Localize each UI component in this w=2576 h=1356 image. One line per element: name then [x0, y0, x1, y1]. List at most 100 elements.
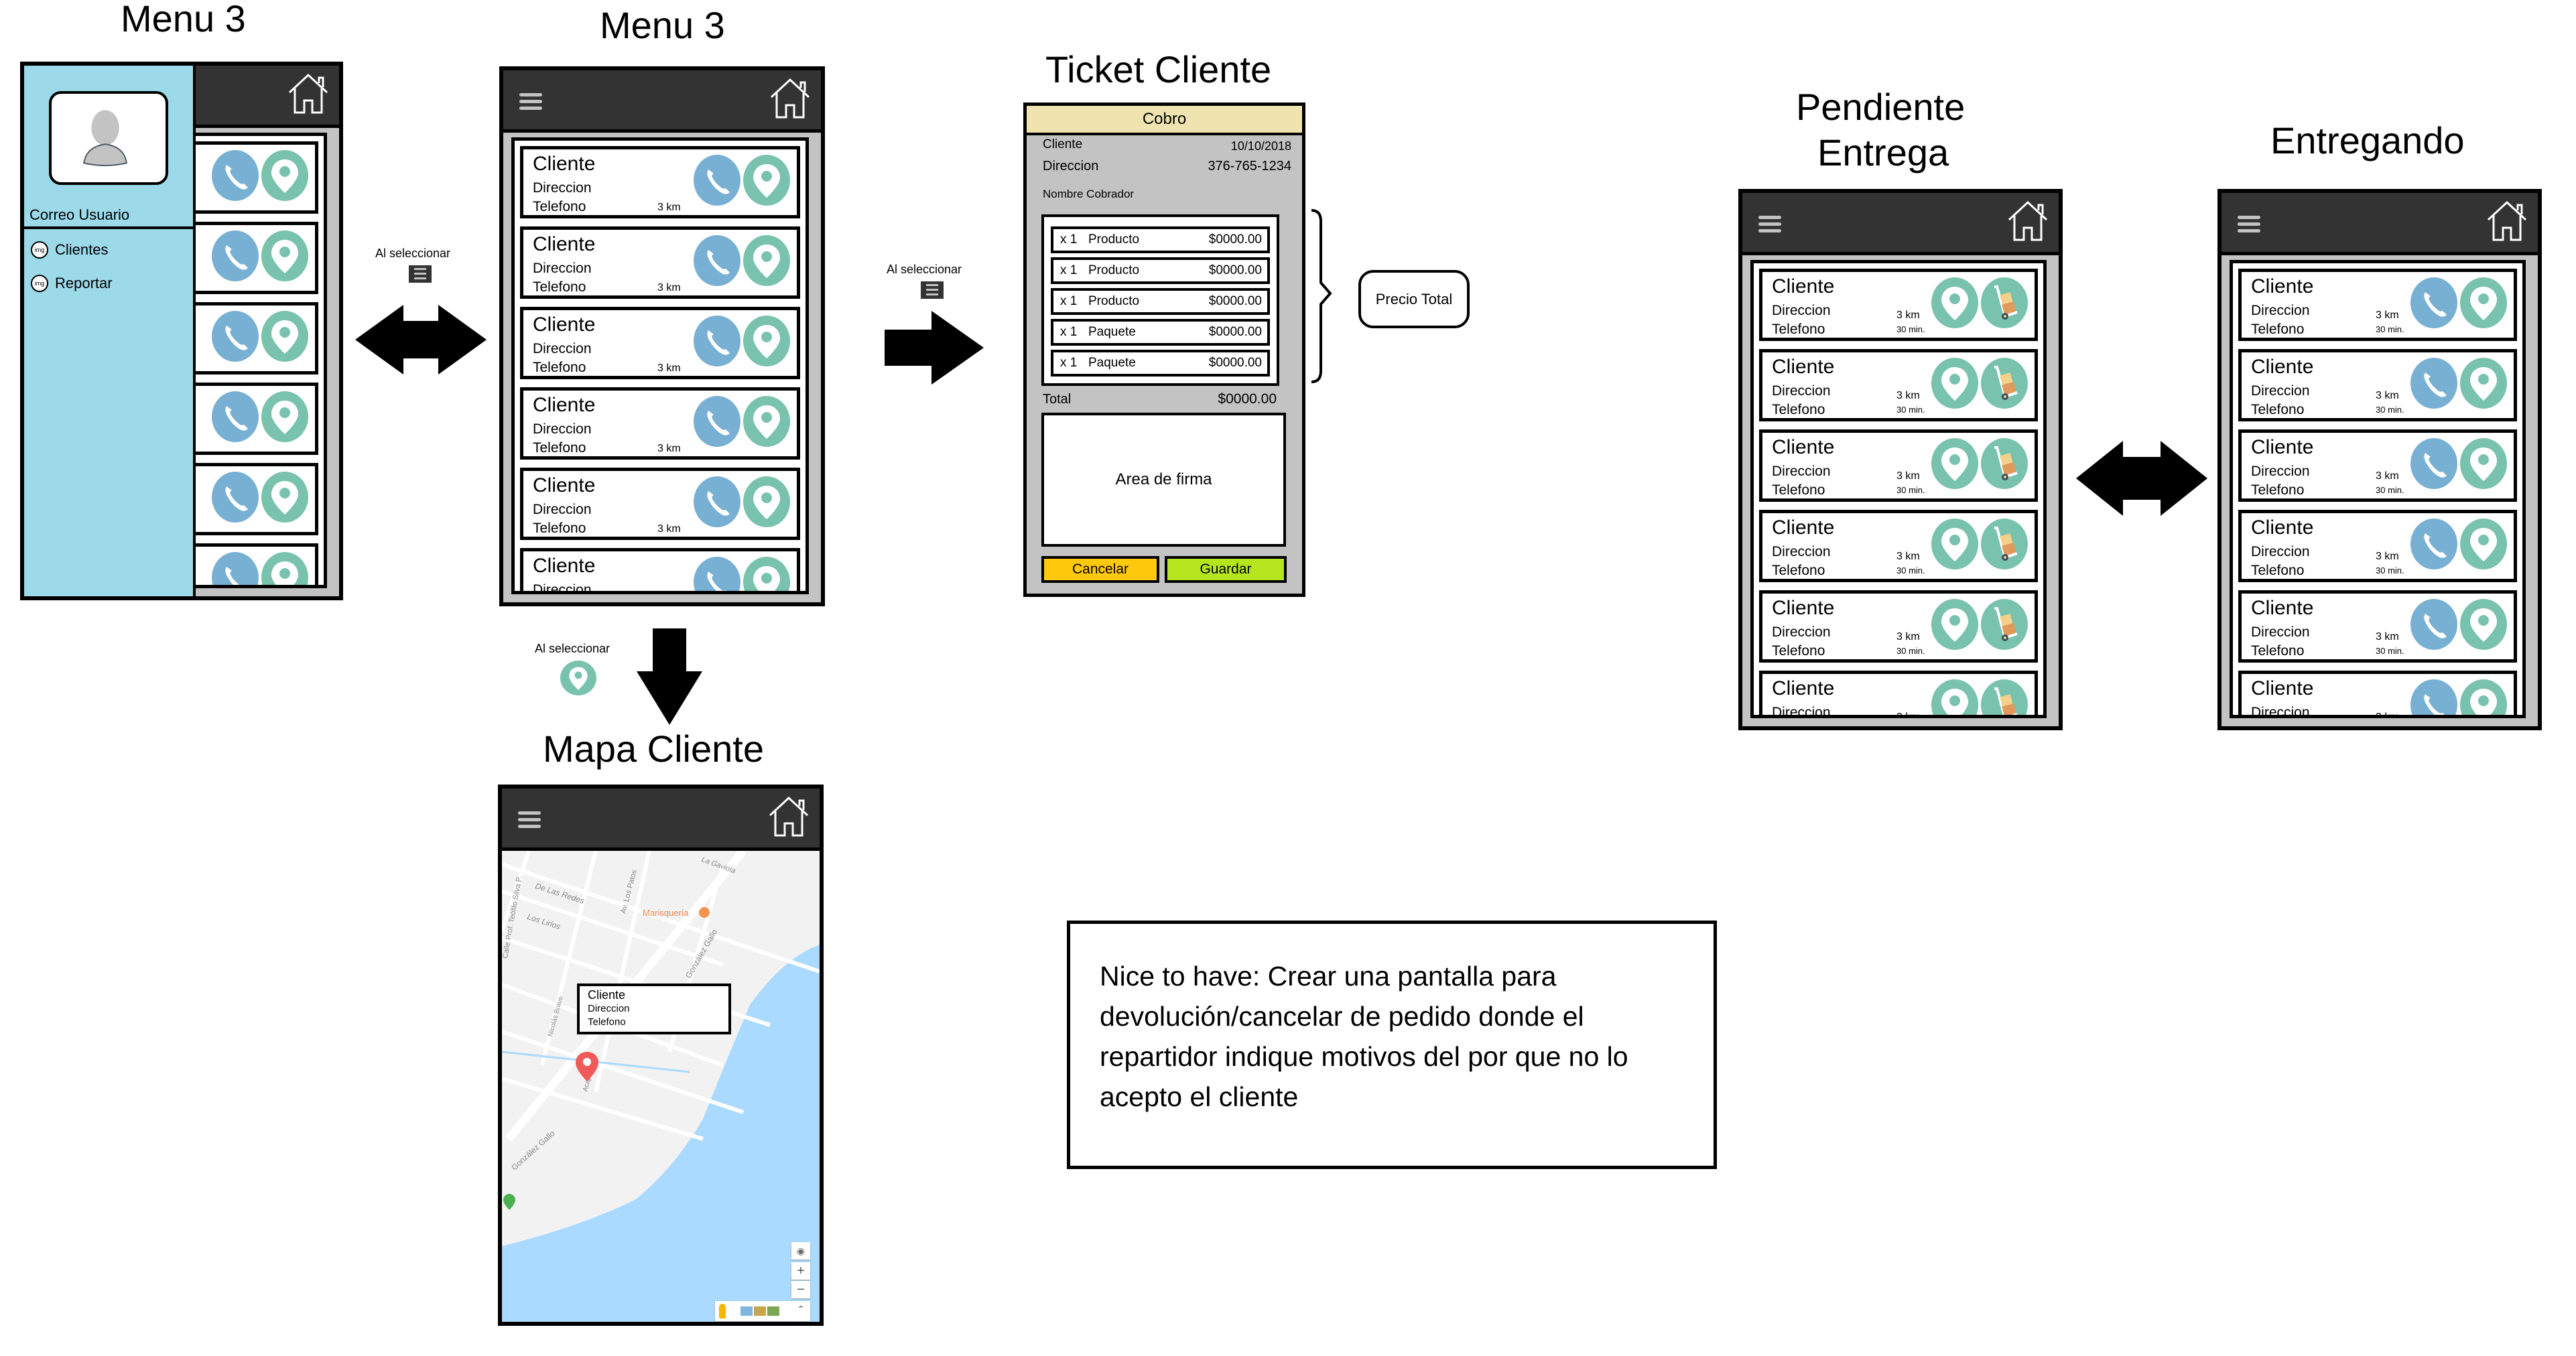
layer-thumb-icon[interactable] [767, 1306, 779, 1316]
signature-area[interactable]: Area de firma [1041, 413, 1286, 547]
phone-call-icon[interactable] [2410, 599, 2457, 650]
map-pin-icon[interactable] [743, 155, 790, 206]
map-pin-icon[interactable] [1931, 519, 1978, 569]
hand-truck-delivery-icon[interactable] [1981, 519, 2028, 569]
phone-call-icon[interactable] [694, 235, 740, 286]
phone-call-icon[interactable] [2410, 679, 2457, 715]
map-pin-icon[interactable] [2460, 519, 2507, 569]
hamburger-menu-icon[interactable] [518, 811, 541, 829]
phone-call-icon[interactable] [694, 396, 740, 447]
map-pin-icon[interactable] [261, 472, 308, 523]
street-view-pegman-icon[interactable] [719, 1304, 726, 1318]
home-icon[interactable] [767, 795, 810, 838]
phone-call-icon[interactable] [2410, 277, 2457, 328]
map-pin-icon[interactable] [743, 235, 790, 286]
phone-call-icon[interactable] [694, 557, 740, 591]
layer-thumb-icon[interactable] [754, 1306, 766, 1316]
map-pin-icon[interactable] [1931, 438, 1978, 489]
map-pin-icon[interactable] [743, 476, 790, 527]
map-pin-icon[interactable] [1931, 277, 1978, 328]
map-pin-icon[interactable] [743, 396, 790, 447]
phone-call-icon[interactable] [2410, 438, 2457, 489]
menu-item-clientes[interactable]: img Clientes [31, 241, 108, 259]
map-pin-icon[interactable] [2460, 277, 2507, 328]
phone-call-icon[interactable] [2410, 358, 2457, 409]
hand-truck-delivery-icon[interactable] [1981, 277, 2028, 328]
map-popup[interactable]: Cliente Direccion Telefono [577, 984, 731, 1034]
map-pin-icon[interactable] [2460, 358, 2507, 409]
client-card[interactable] [191, 222, 318, 294]
map-layer-bar[interactable]: ⌃ [715, 1301, 810, 1321]
hand-truck-delivery-icon[interactable] [1981, 358, 2028, 409]
home-icon[interactable] [769, 77, 812, 120]
phone-call-icon[interactable] [694, 155, 740, 206]
map-pin-icon[interactable] [1931, 599, 1978, 650]
hamburger-menu-icon[interactable] [1758, 216, 1781, 233]
map-pin-icon[interactable] [743, 316, 790, 366]
map-pin-icon[interactable] [261, 230, 308, 281]
home-icon[interactable] [287, 72, 330, 115]
zoom-in-button[interactable]: + [791, 1262, 810, 1280]
map-pin-icon[interactable] [261, 391, 308, 442]
map-pin-icon[interactable] [743, 557, 790, 591]
phone-call-icon[interactable] [212, 230, 259, 281]
map-pin-icon[interactable] [2460, 679, 2507, 715]
hand-truck-delivery-icon[interactable] [1981, 599, 2028, 650]
location-marker-icon[interactable] [576, 1052, 598, 1081]
map-pin-icon[interactable] [261, 150, 308, 201]
map-pin-icon[interactable] [261, 552, 308, 585]
my-location-button[interactable]: ◉ [791, 1242, 810, 1260]
map-pin-icon[interactable] [1931, 358, 1978, 409]
zoom-out-button[interactable]: − [791, 1281, 810, 1298]
save-button[interactable]: Guardar [1165, 556, 1287, 583]
hand-truck-delivery-icon[interactable] [1981, 679, 2028, 715]
client-card[interactable] [191, 543, 318, 585]
phone-call-icon[interactable] [212, 472, 259, 523]
map-view[interactable]: Calle Prof. Teófilo Silva P. De Las Rede… [502, 851, 820, 1322]
layer-thumb-icon[interactable] [740, 1306, 753, 1316]
menu-item-reportar[interactable]: img Reportar [31, 275, 113, 292]
client-card[interactable] [191, 463, 318, 535]
map-pin-icon[interactable] [1931, 679, 1978, 715]
client-card[interactable] [191, 383, 318, 455]
map-pin-icon[interactable] [261, 311, 308, 362]
expand-chevron-icon[interactable]: ⌃ [797, 1304, 805, 1314]
map-pin-icon[interactable] [2460, 599, 2507, 650]
phone-call-icon[interactable] [694, 476, 740, 527]
phone-call-icon[interactable] [212, 150, 259, 201]
hamburger-menu-icon[interactable] [2238, 216, 2260, 233]
hamburger-menu-icon[interactable] [519, 93, 542, 111]
home-icon[interactable] [2486, 200, 2528, 243]
client-card[interactable] [191, 141, 318, 214]
phone-call-icon[interactable] [2410, 519, 2457, 569]
map-pin-icon[interactable] [2460, 438, 2507, 489]
phone-call-icon[interactable] [212, 311, 259, 362]
home-icon[interactable] [2006, 200, 2049, 243]
cancel-button[interactable]: Cancelar [1041, 556, 1159, 583]
phone-call-icon[interactable] [212, 391, 259, 442]
client-card[interactable] [191, 302, 318, 375]
hand-truck-delivery-icon[interactable] [1981, 438, 2028, 489]
phone-call-icon[interactable] [694, 316, 740, 366]
phone-call-icon[interactable] [212, 552, 259, 585]
